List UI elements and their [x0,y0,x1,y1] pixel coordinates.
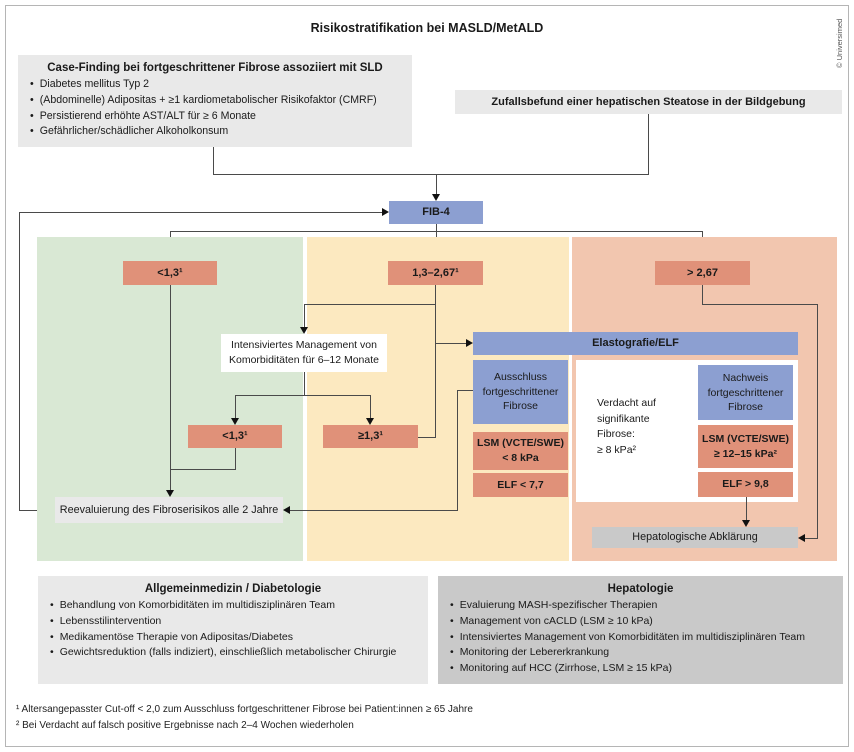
footnote-1: ¹ Altersangepasster Cut-off < 2,0 zum Au… [16,704,473,715]
flow-line [235,395,236,419]
hepatology-box: Hepatologie Evaluierung MASH-spezifische… [438,576,843,684]
confirmation-box: Nachweis fortgeschrittener Fibrose [698,365,793,420]
flow-line [304,304,305,327]
flow-line [435,285,436,437]
suspicion-line: signifikante [597,412,650,425]
flow-line [435,343,466,344]
arrowhead-left-icon [283,506,290,514]
confirmation-lsm-box: LSM (VCTE/SWE) ≥ 12–15 kPa² [698,425,793,468]
flow-line [648,114,649,174]
exclusion-elf-box: ELF < 7,7 [473,473,568,497]
flow-line [817,304,818,539]
flow-line [418,437,436,438]
case-finding-item: Diabetes mellitus Typ 2 [30,77,412,93]
primary-care-item: Medikamentöse Therapie von Adipositas/Di… [50,630,428,646]
fib4-low-box: <1,3¹ [123,261,217,285]
arrowhead-down-icon [432,194,440,201]
arrowhead-down-icon [231,418,239,425]
case-finding-item: Persistierend erhöhte AST/ALT für ≥ 6 Mo… [30,109,412,125]
flow-line [304,372,305,395]
page-title: Risikostratifikation bei MASLD/MetALD [310,21,544,35]
fib4-recheck-mid-box: ≥1,3¹ [323,425,418,448]
flow-line [213,174,649,175]
exclusion-lsm-box: LSM (VCTE/SWE) < 8 kPa [473,432,568,470]
arrowhead-down-icon [366,418,374,425]
primary-care-title: Allgemeinmedizin / Diabetologie [144,583,322,595]
arrowhead-right-icon [382,208,389,216]
fib4-box: FIB-4 [389,201,483,224]
flow-line [304,304,436,305]
confirmation-elf-box: ELF > 9,8 [698,472,793,497]
flow-line [370,395,371,419]
lsm-line: ≥ 12–15 kPa² [714,447,777,460]
suspicion-text: Verdacht auf signifikante Fibrose: ≥ 8 k… [597,396,656,458]
hepatology-title: Hepatologie [607,583,674,595]
suspicion-line: Fibrose: [597,428,635,440]
flow-line [170,469,236,470]
case-finding-title: Case-Finding bei fortgeschrittener Fibro… [47,62,383,74]
flow-line [170,285,171,490]
flow-line [702,285,703,305]
primary-care-item: Gewichtsreduktion (falls indiziert), ein… [50,645,428,661]
fib4-mid-box: 1,3–2,67¹ [388,261,483,285]
suspicion-line: Verdacht auf [597,397,656,409]
hepatology-item: Intensiviertes Management von Komorbidit… [450,630,843,646]
reevaluation-box: Reevaluierung des Fibroserisikos alle 2 … [55,497,283,523]
primary-care-item: Lebensstilintervention [50,614,428,630]
flow-line [235,395,371,396]
flow-line [457,390,473,391]
lsm-line: < 8 kPa [502,451,539,464]
primary-care-item: Behandlung von Komorbiditäten im multidi… [50,598,428,614]
case-finding-box: Case-Finding bei fortgeschrittener Fibro… [18,55,412,147]
footnote-2: ² Bei Verdacht auf falsch positive Ergeb… [16,720,354,731]
arrowhead-down-icon [166,490,174,497]
arrowhead-down-icon [742,520,750,527]
arrowhead-down-icon [300,327,308,334]
fib4-recheck-low-box: <1,3¹ [188,425,282,448]
hepatology-item: Monitoring der Lebererkrankung [450,645,843,661]
lsm-line: LSM (VCTE/SWE) [477,437,564,449]
primary-care-box: Allgemeinmedizin / Diabetologie Behandlu… [38,576,428,684]
hepatology-referral-box: Hepatologische Abklärung [592,527,798,548]
exclusion-box: Ausschluss fortgeschrittener Fibrose [473,360,568,424]
fib4-high-box: > 2,67 [655,261,750,285]
flow-line [436,174,437,194]
flow-line [805,538,818,539]
flow-line [457,390,458,511]
hepatology-item: Monitoring auf HCC (Zirrhose, LSM ≥ 15 k… [450,661,843,677]
flow-line [746,497,747,521]
suspicion-line: ≥ 8 kPa² [597,443,637,456]
case-finding-item: Gefährlicher/schädlicher Alkoholkonsum [30,124,412,140]
feedback-line [19,212,20,510]
hepatology-item: Management von cACLD (LSM ≥ 10 kPa) [450,614,843,630]
flow-line [290,510,458,511]
figure-border [5,5,849,747]
incidental-finding-box: Zufallsbefund einer hepatischen Steatose… [455,90,842,114]
flow-line [702,304,818,305]
flow-line [235,448,236,470]
management-box: Intensiviertes Management von Komorbidit… [221,334,387,372]
arrowhead-left-icon [798,534,805,542]
flow-line [213,147,214,174]
flow-line [170,231,703,232]
feedback-line [19,212,382,213]
lsm-line: LSM (VCTE/SWE) [702,433,789,445]
copyright-credit: © Universimed [835,18,844,68]
case-finding-item: (Abdominelle) Adipositas + ≥1 kardiometa… [30,93,412,109]
hepatology-item: Evaluierung MASH-spezifischer Therapien [450,598,843,614]
arrowhead-right-icon [466,339,473,347]
elastography-banner: Elastografie/ELF [473,332,798,355]
